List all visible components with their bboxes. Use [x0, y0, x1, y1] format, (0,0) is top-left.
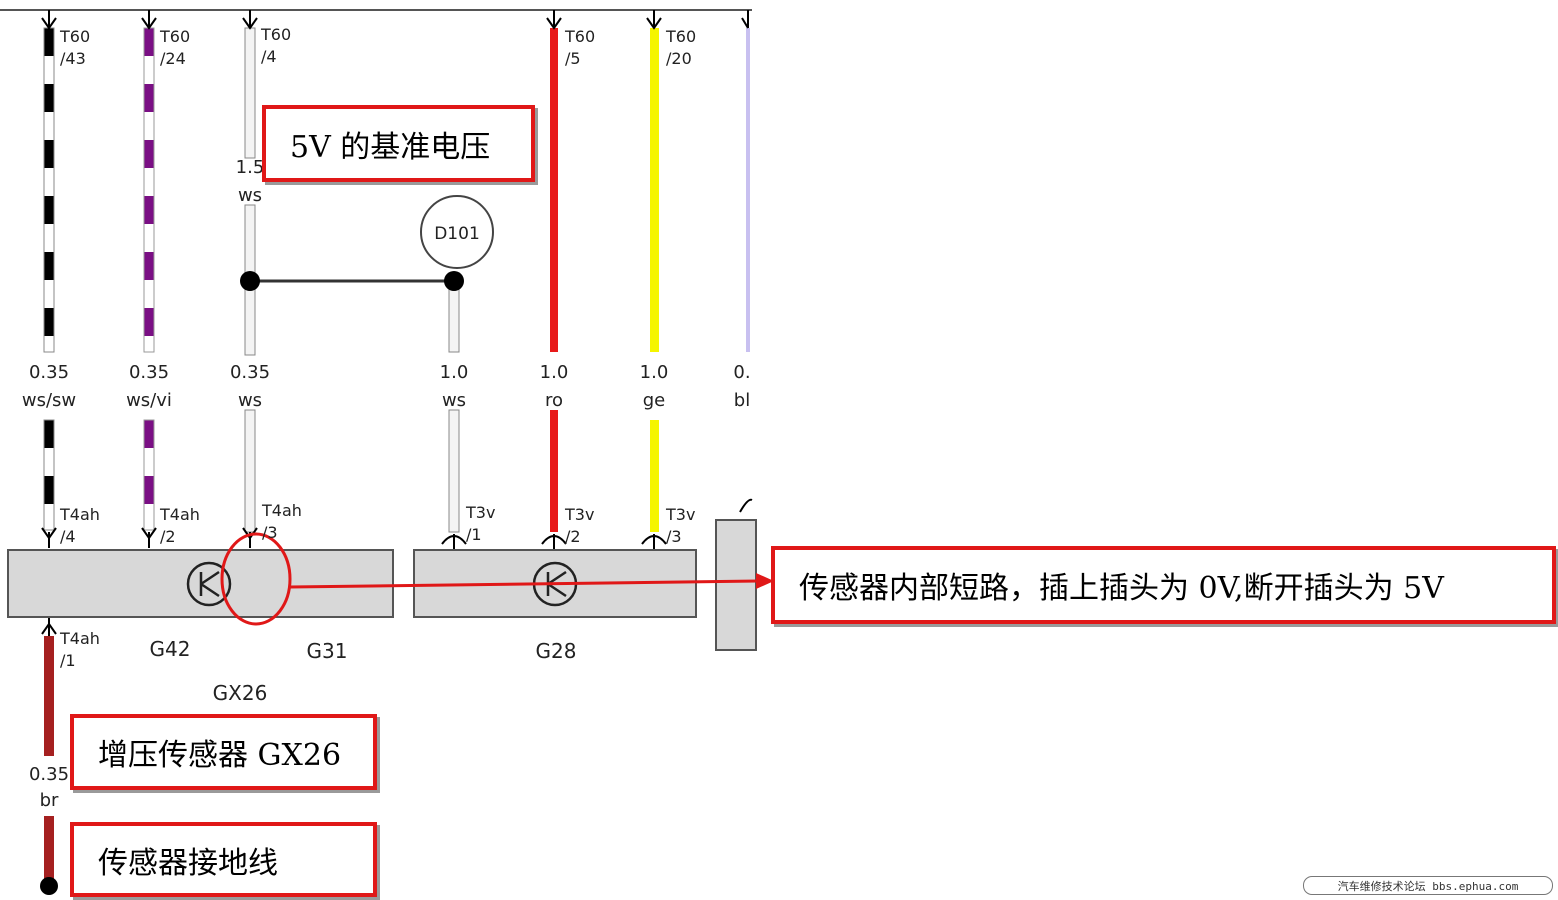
wire-color-label: ws/sw	[22, 390, 76, 411]
connector-label: T3v	[665, 505, 695, 524]
wire-color-label: ws	[442, 390, 466, 411]
pin-label: /5	[565, 49, 581, 68]
connector-label: T60	[260, 25, 291, 44]
callout-boost-sensor: 增压传感器 GX26	[70, 714, 377, 790]
connector-label: T60	[159, 27, 190, 46]
connector-arrows-bottom	[41, 498, 753, 636]
splice-d101-circle	[420, 195, 494, 269]
wire-br-ground	[40, 636, 58, 895]
connector-label: T60	[59, 27, 90, 46]
bottom-connector-labels: T4ah /4 T4ah /2 T4ah /3 T3v /1 T3v /2 T3…	[59, 501, 695, 670]
pin-label: /2	[565, 527, 581, 546]
connector-label: T4ah	[159, 505, 200, 524]
wire-color-label: ws	[238, 185, 262, 206]
wire-labels: 0.35 ws/sw 0.35 ws/vi 0.35 ws 1.0 ws 1.0…	[22, 362, 751, 811]
connector-arrows-top	[41, 10, 749, 30]
wire-ws-vi	[143, 27, 155, 531]
wire-color-label: ws	[238, 390, 262, 411]
callout-ground-wire: 传感器接地线	[70, 822, 377, 897]
wire-gauge-label: 1.0	[440, 362, 469, 383]
pin-label: /24	[160, 49, 186, 68]
highlight-circle	[220, 532, 292, 626]
connector-label: T60	[665, 27, 696, 46]
pin-label: /20	[666, 49, 692, 68]
pin-label: /43	[60, 49, 86, 68]
pin-label: /1	[466, 525, 482, 544]
wire-gauge-label: 0.35	[230, 362, 270, 383]
wire-ge	[650, 28, 659, 532]
callout-reference-voltage: 5V 的基准电压	[262, 105, 535, 182]
highlight-arrow-line	[289, 579, 759, 589]
splice-d101-label: D101	[434, 224, 480, 244]
connector-label: T60	[564, 27, 595, 46]
wire-color-label: ro	[545, 390, 563, 411]
pin-label: /3	[666, 527, 682, 546]
wire-gauge-label: 0.35	[29, 764, 69, 785]
wire-gauge-label: 0.	[733, 362, 750, 383]
connector-label: T4ah	[59, 505, 100, 524]
component-box-right	[715, 519, 757, 651]
wire-gauge-label: 0.35	[29, 362, 69, 383]
component-label-g28: G28	[536, 639, 577, 663]
callout-short-circuit: 传感器内部短路，插上插头为 0V,断开插头为 5V	[771, 546, 1556, 624]
wire-gauge-label: 1.0	[540, 362, 569, 383]
watermark: 汽车维修技术论坛 bbs.ephua.com	[1303, 876, 1553, 895]
pin-label: /4	[261, 47, 277, 66]
wire-ro	[550, 28, 558, 532]
wire-bl	[746, 28, 750, 352]
connector-label: T4ah	[59, 629, 100, 648]
highlight-arrowhead	[756, 573, 774, 589]
pin-label: /4	[60, 527, 76, 546]
wire-gauge-label: 1.5	[236, 157, 265, 178]
top-connector-labels: T60 /43 T60 /24 T60 /4 T60 /5 T60 /20	[59, 25, 696, 68]
wire-gauge-label: 1.0	[640, 362, 669, 383]
component-label-g31: G31	[307, 639, 348, 663]
wire-color-label: bl	[734, 390, 750, 411]
splice-point-right	[444, 271, 464, 291]
pin-label: /1	[60, 651, 76, 670]
connector-label: T4ah	[261, 501, 302, 520]
wire-gauge-label: 0.35	[129, 362, 169, 383]
component-label-gx26: GX26	[213, 681, 268, 705]
wire-color-label: ws/vi	[126, 390, 172, 411]
wire-color-label: br	[40, 790, 59, 811]
pin-label: /3	[262, 523, 278, 542]
transistor-icon	[186, 561, 232, 607]
connector-label: T3v	[564, 505, 594, 524]
component-label-g42: G42	[150, 637, 191, 661]
wire-ws-sw	[43, 27, 55, 531]
pin-label: /2	[160, 527, 176, 546]
splice-point-left	[240, 271, 260, 291]
wire-color-label: ge	[643, 390, 666, 411]
connector-label: T3v	[465, 503, 495, 522]
